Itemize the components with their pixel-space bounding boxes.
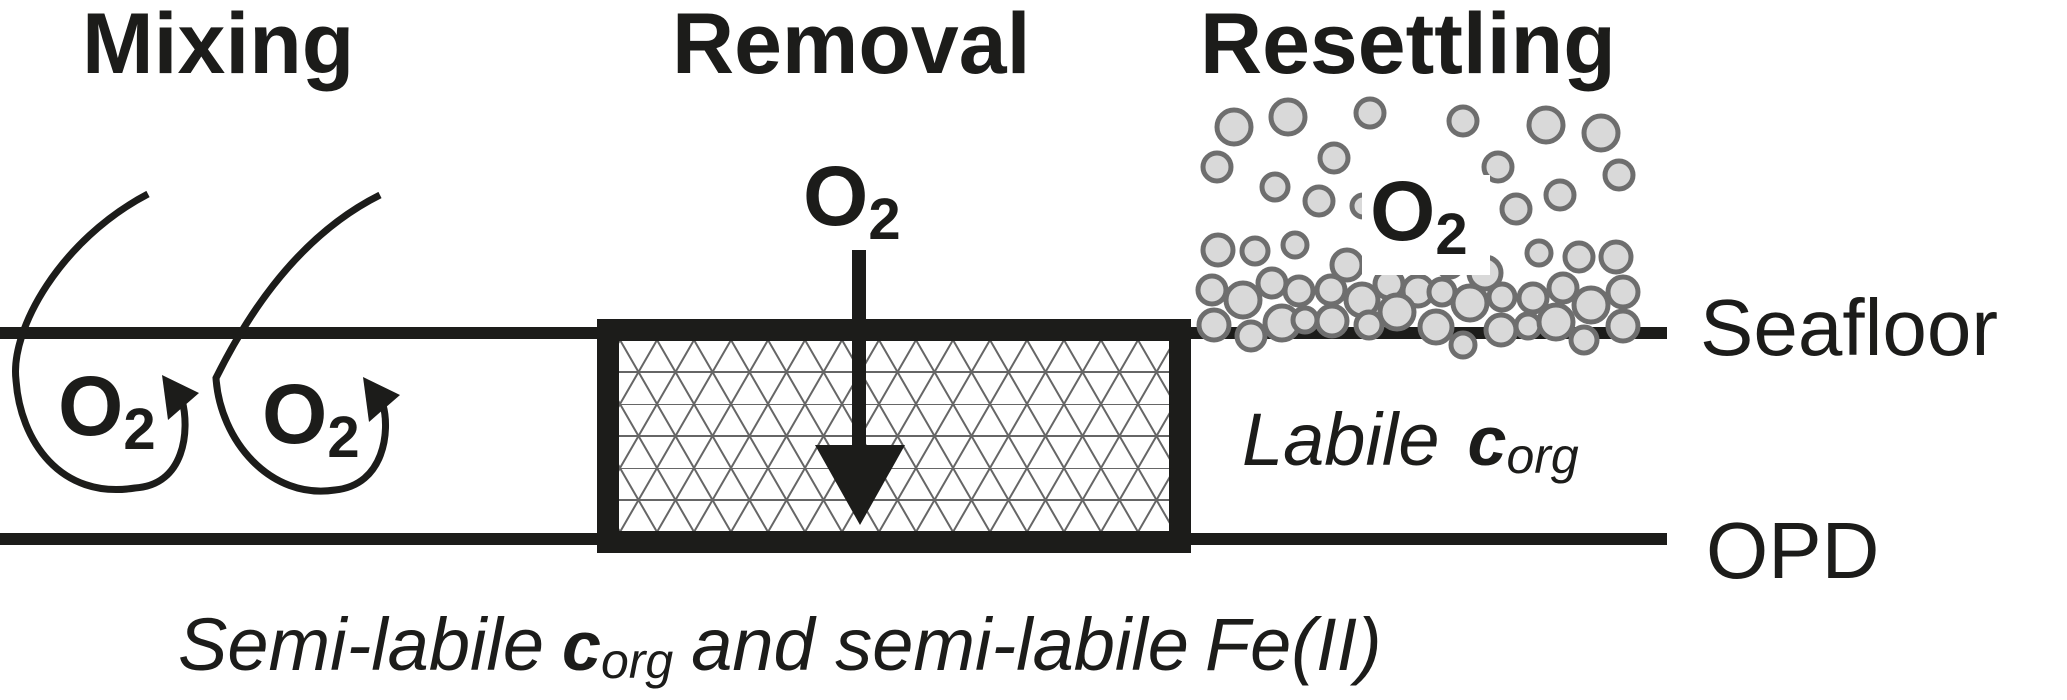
arrow-head-icon xyxy=(162,375,199,420)
sediment-particle-icon xyxy=(1481,150,1515,184)
sediment-particle-icon xyxy=(1499,192,1533,226)
opd-line xyxy=(0,533,1667,545)
sediment-particle-icon xyxy=(1214,107,1254,147)
sediment-particle-icon xyxy=(1268,97,1308,137)
o2-label: O2 xyxy=(58,359,156,462)
sediment-particle-icon xyxy=(1353,96,1387,130)
sediment-particle-icon xyxy=(1546,271,1580,305)
sediment-particle-icon xyxy=(1196,307,1232,343)
removal-oxygen: O2 xyxy=(803,149,905,525)
sediment-particle-icon xyxy=(1605,308,1641,344)
sediment-particle-icon xyxy=(1280,230,1310,260)
mixing-eddy-2: O2 xyxy=(212,191,400,495)
sediment-particle-icon xyxy=(1200,232,1236,268)
sediment-particle-icon xyxy=(1234,319,1268,353)
sediment-particle-icon xyxy=(1200,150,1234,184)
sediment-particle-icon xyxy=(1353,309,1385,341)
sediment-particle-icon xyxy=(1524,238,1554,268)
sediment-particle-icon xyxy=(1417,308,1455,346)
sediment-particle-icon xyxy=(1605,274,1641,310)
labile-word: Labile xyxy=(1242,398,1440,481)
sediment-particle-icon xyxy=(1536,302,1576,342)
resettling-oxygen: O2 xyxy=(1362,164,1490,275)
arrow-head-icon xyxy=(363,377,400,422)
label-opd: OPD xyxy=(1706,506,1879,595)
title-removal: Removal xyxy=(672,0,1031,92)
sediment-particle-icon xyxy=(1568,324,1600,356)
sediment-particle-icon xyxy=(1195,273,1229,307)
title-resettling: Resettling xyxy=(1200,0,1616,92)
title-mixing: Mixing xyxy=(82,0,354,92)
sediment-particle-icon xyxy=(1302,184,1336,218)
sediment-particle-icon xyxy=(1526,105,1566,145)
sediment-particle-icon xyxy=(1513,311,1543,341)
sediment-particle-icon xyxy=(1450,283,1490,323)
sediment-particle-icon xyxy=(1314,303,1350,339)
sediment-particle-icon xyxy=(1562,240,1596,274)
curved-arrow-icon xyxy=(212,191,389,495)
sediment-particle-icon xyxy=(1290,305,1320,335)
sediment-particle-icon xyxy=(1317,141,1351,175)
down-arrow-icon xyxy=(852,250,866,460)
sediment-particle-icon xyxy=(1543,178,1577,212)
sediment-particle-icon xyxy=(1602,158,1636,192)
removal-box xyxy=(597,319,1191,553)
sediment-particle-icon xyxy=(1377,292,1417,332)
o2-label: O2 xyxy=(1370,164,1468,267)
sediment-particle-icon xyxy=(1314,273,1348,307)
sediment-particle-icon xyxy=(1259,171,1291,203)
sediment-particle-icon xyxy=(1239,235,1271,267)
sediment-particle-icon xyxy=(1255,266,1289,300)
sediment-particle-icon xyxy=(1223,280,1263,320)
sediment-particle-icon xyxy=(1483,312,1519,348)
sediment-particle-icon xyxy=(1446,104,1480,138)
sediment-particle-icon xyxy=(1282,274,1316,308)
sediment-particle-icon xyxy=(1581,113,1621,153)
sediment-particle-icon xyxy=(1571,285,1611,325)
arrow-head-icon xyxy=(815,445,905,525)
label-seafloor: Seafloor xyxy=(1700,283,1998,372)
curved-arrow-icon xyxy=(12,190,189,493)
o2-label: O2 xyxy=(262,367,360,470)
o2-label: O2 xyxy=(803,149,901,252)
mixing-eddy-1: O2 xyxy=(12,190,199,493)
sediment-particle-icon xyxy=(1448,330,1478,360)
sediment-particle-icon xyxy=(1516,281,1550,315)
sediment-particle-icon xyxy=(1486,281,1518,313)
sediment-particle-icon xyxy=(1598,239,1634,275)
